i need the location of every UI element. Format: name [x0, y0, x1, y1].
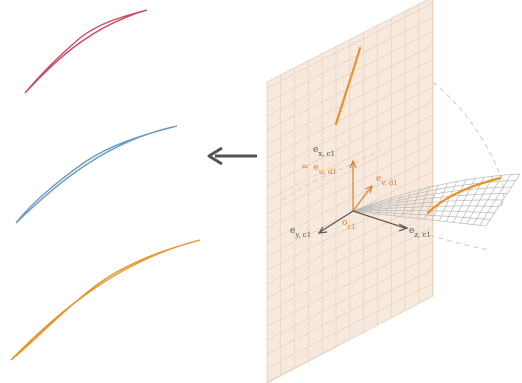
surface-grid-line — [385, 197, 392, 216]
surface-grid-line — [452, 178, 476, 223]
surface-grid-line — [377, 200, 383, 214]
surface-grid-line — [416, 187, 430, 219]
surface-section-curve — [426, 176, 502, 215]
plane-grid-line — [267, 0, 433, 5]
surface-grid-line — [466, 175, 494, 225]
airfoil-profile-blue — [15, 125, 178, 224]
label-e-z-c1: ez, c1 — [409, 226, 431, 239]
arrow-left-icon — [207, 146, 257, 166]
airfoil-outline-red — [24, 9, 148, 94]
surface-grid-line — [472, 175, 503, 225]
plane-grid-line — [267, 16, 433, 103]
axis-e-y-c1 — [317, 210, 354, 234]
label-e-x-c1: ex, c1 — [313, 145, 335, 158]
airfoil-outline-blue — [15, 125, 178, 224]
surface-grid-line — [438, 181, 458, 222]
surface-grid-line — [445, 179, 467, 222]
plane-grid-line — [267, 226, 433, 313]
plane-grid-line — [267, 86, 433, 173]
surface-grid-line — [401, 192, 411, 217]
surface-grid-line — [393, 194, 402, 216]
axis-e-x-c1 — [349, 159, 357, 211]
surface-grid-line — [361, 207, 363, 213]
axis-e-z-c1 — [352, 210, 409, 232]
surface-grid-line — [431, 183, 448, 221]
blade-surface-grid — [352, 173, 521, 227]
plane-grid-line — [267, 2, 433, 89]
dashed-arc-end — [499, 174, 505, 209]
label-e-v-d1: ev, d1 — [376, 174, 398, 187]
label-o-c1: oc1 — [342, 218, 356, 231]
plane-grid-line — [267, 100, 433, 187]
plane-grid-line — [267, 254, 433, 341]
plane-grid-line — [267, 44, 433, 131]
plane-grid-line — [267, 30, 433, 117]
axis-e-v-d1 — [352, 184, 373, 212]
section-curve — [334, 46, 362, 126]
label-e-y-c1: ey, c1 — [290, 226, 311, 239]
plane-grid-line — [267, 268, 433, 355]
airfoil-profile-orange — [10, 239, 201, 361]
plane-grid-line — [267, 240, 433, 327]
label-e-u-d1: =eu, d1 — [301, 163, 337, 176]
airfoil-outline-orange — [10, 239, 201, 361]
plane-grid-line — [267, 156, 433, 243]
airfoil-profile-red — [24, 9, 148, 94]
plane-grid-line — [267, 128, 433, 215]
cutting-plane — [266, 0, 434, 383]
dashed-plane-line — [281, 149, 381, 201]
plane-grid-line — [267, 282, 433, 369]
surface-grid-line — [479, 174, 512, 226]
surface-grid-line — [424, 185, 439, 220]
surface-grid-line — [409, 189, 420, 218]
surface-grid-line — [369, 203, 373, 214]
plane-grid-line — [267, 72, 433, 159]
plane-grid-line — [267, 114, 433, 201]
plane-grid-line — [267, 198, 433, 285]
plane-grid-line — [267, 142, 433, 229]
surface-grid-line — [485, 173, 521, 227]
plane-grid-line — [267, 58, 433, 145]
